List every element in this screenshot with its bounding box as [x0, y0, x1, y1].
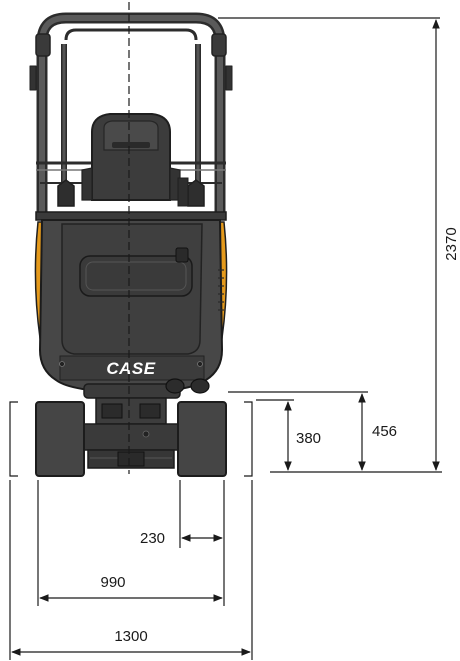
upper-structure: CASE — [35, 211, 227, 394]
dimension-blade-height: 456 — [372, 423, 397, 440]
dimension-380: 380 — [296, 430, 321, 447]
dimension-overall-width: 1300 — [114, 628, 147, 645]
right-track — [177, 401, 227, 477]
case-logo: CASE — [106, 359, 155, 378]
undercarriage — [79, 378, 210, 469]
dimension-overall-height: 2370 — [443, 227, 460, 260]
excavator-drawing: CASE — [29, 12, 233, 477]
dimension-lines — [9, 17, 442, 660]
rear-light-icon — [175, 247, 189, 263]
control-levers — [57, 177, 205, 207]
dimension-track-gauge: 990 — [100, 574, 125, 591]
inspection-panel — [79, 255, 193, 297]
dimension-track-width: 230 — [140, 530, 165, 547]
operator-seat — [81, 113, 181, 201]
left-track — [35, 401, 85, 477]
